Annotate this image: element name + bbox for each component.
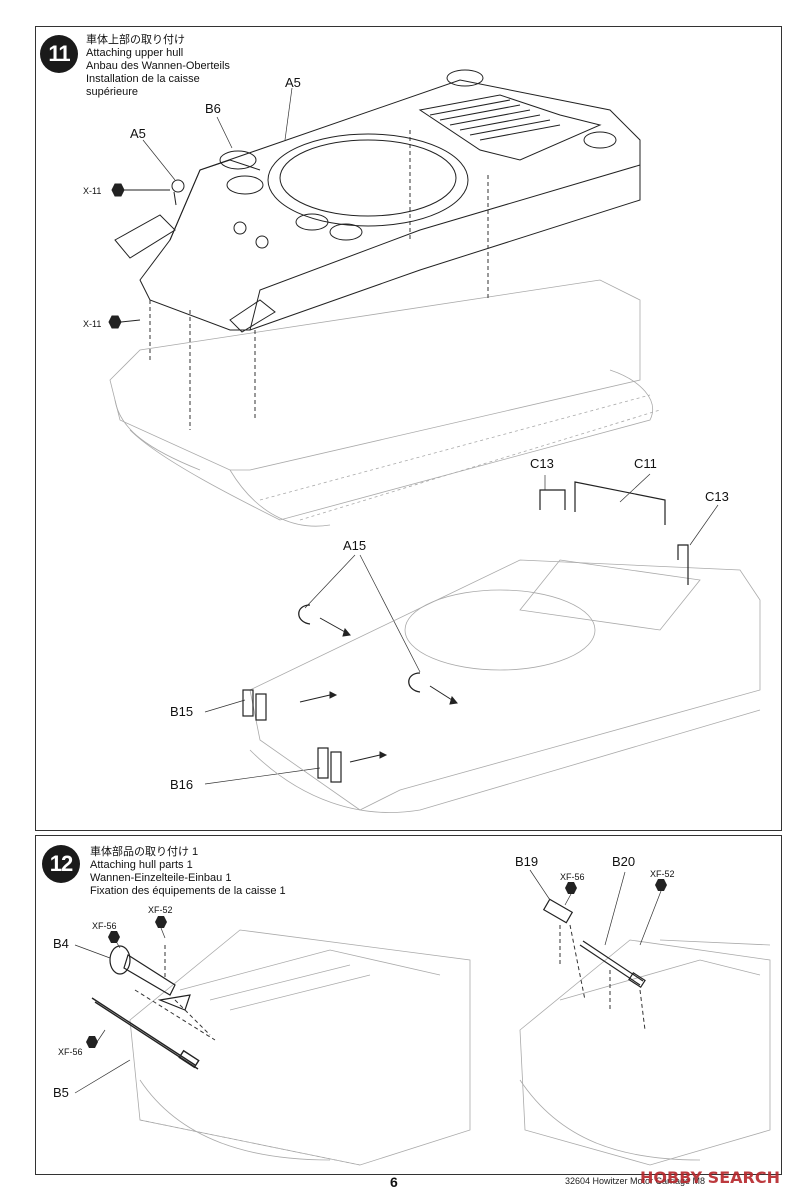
label-b19: B19 bbox=[515, 854, 539, 869]
step-12-title-en: Attaching hull parts 1 bbox=[90, 859, 193, 871]
step-11-title-en: Attaching upper hull bbox=[86, 47, 184, 59]
page-number: 6 bbox=[390, 1174, 398, 1190]
step-12-title-fr: Fixation des équipements de la caisse 1 bbox=[90, 885, 286, 897]
step-11-title-de: Anbau des Wannen-Oberteils bbox=[86, 60, 230, 72]
label-x11-a: X-11 bbox=[83, 186, 102, 196]
label-a15: A15 bbox=[343, 538, 367, 553]
paint-xf56-b: XF-56 bbox=[58, 1047, 83, 1057]
step-11-titles: 車体上部の取り付け Attaching upper hull Anbau des… bbox=[86, 34, 230, 99]
product-code-line: 32604 Howitzer Motor Carriage M8 bbox=[565, 1176, 706, 1186]
label-a5-top: A5 bbox=[285, 75, 301, 90]
label-b5: B5 bbox=[53, 1085, 69, 1100]
label-b15: B15 bbox=[170, 704, 194, 719]
step-11-title-fr: Installation de la caisse bbox=[86, 73, 200, 85]
label-c11: C11 bbox=[634, 456, 657, 471]
step-11-number: 11 bbox=[40, 35, 78, 73]
label-c13-b: C13 bbox=[705, 489, 729, 504]
paint-xf52-b: XF-52 bbox=[650, 869, 675, 879]
step-11-title-fr-2: supérieure bbox=[86, 86, 138, 98]
step-12-titles: 車体部品の取り付け 1 Attaching hull parts 1 Wanne… bbox=[90, 846, 286, 898]
label-c13-a: C13 bbox=[530, 456, 554, 471]
label-b16: B16 bbox=[170, 777, 194, 792]
paint-xf56-c: XF-56 bbox=[560, 872, 585, 882]
paint-xf56-a: XF-56 bbox=[92, 921, 117, 931]
label-a5-left: A5 bbox=[130, 126, 146, 141]
watermark-hobby-search: HOBBY SEARCH bbox=[640, 1168, 780, 1187]
label-x11-b: X-11 bbox=[83, 319, 102, 329]
step-12-title-de: Wannen-Einzelteile-Einbau 1 bbox=[90, 872, 232, 884]
step-11-title-jp: 車体上部の取り付け bbox=[86, 34, 185, 46]
label-b6: B6 bbox=[205, 101, 221, 116]
label-b20: B20 bbox=[612, 854, 636, 869]
step-12-number: 12 bbox=[42, 845, 80, 883]
label-b4: B4 bbox=[53, 936, 69, 951]
step-12-title-jp: 車体部品の取り付け 1 bbox=[90, 846, 199, 858]
paint-xf52-a: XF-52 bbox=[148, 905, 173, 915]
